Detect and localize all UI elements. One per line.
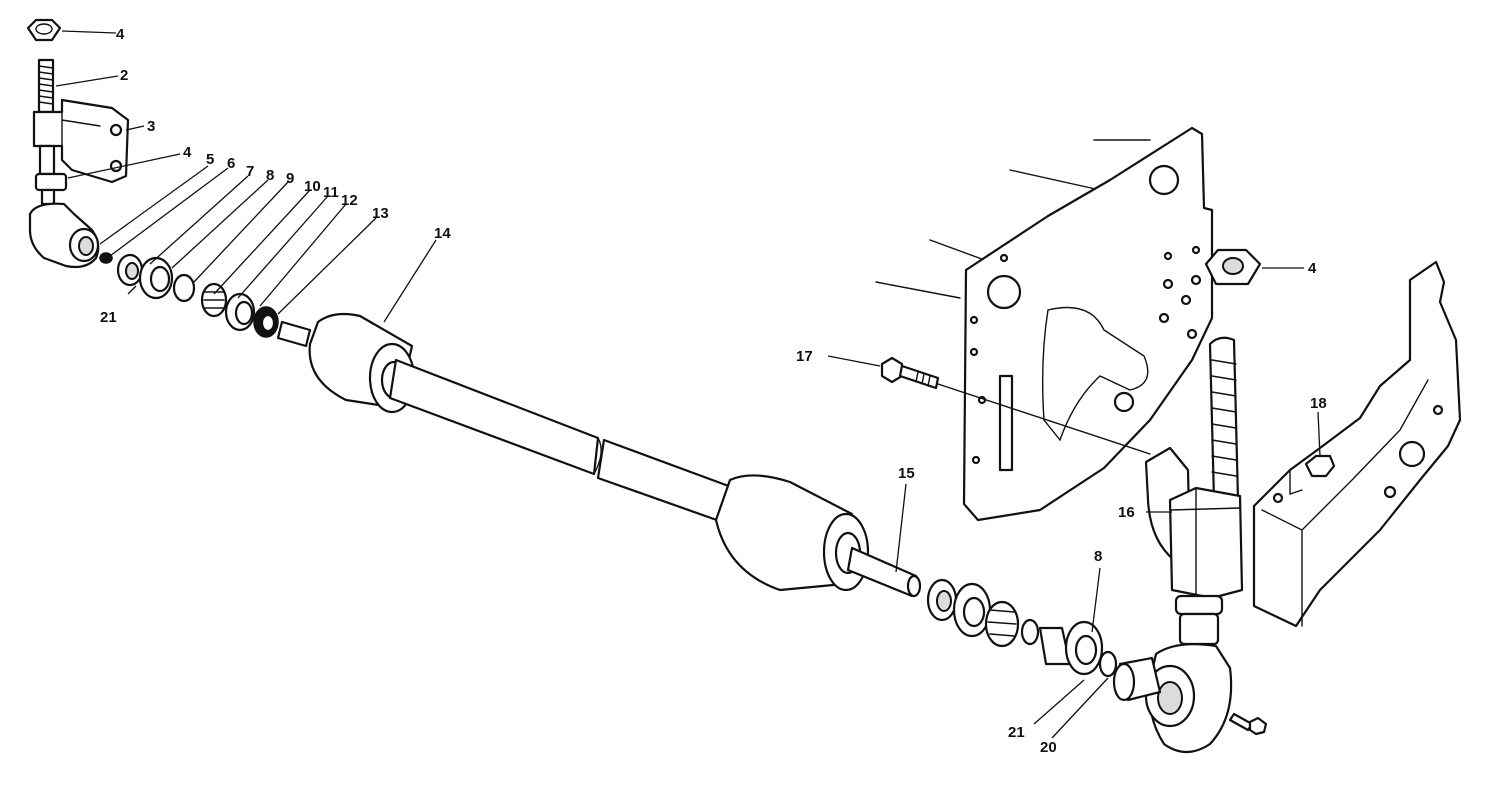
callout-21-left: 21 — [100, 309, 117, 326]
callout-12: 12 — [341, 192, 358, 209]
callout-17: 17 — [796, 348, 813, 365]
callout-9: 9 — [286, 170, 294, 187]
mounting-plate — [875, 126, 1214, 522]
left-bearing-stack — [116, 253, 279, 338]
callout-20: 20 — [1040, 739, 1057, 756]
callout-8-left: 8 — [266, 167, 274, 184]
callout-21-right: 21 — [1008, 724, 1025, 741]
leader-lines — [55, 30, 1321, 739]
callout-4-left-top: 4 — [116, 26, 125, 43]
roller-assembly — [276, 312, 922, 598]
callout-4-left-mid: 4 — [183, 144, 192, 161]
callout-10: 10 — [304, 178, 321, 195]
callout-6: 6 — [227, 155, 235, 172]
callout-labels: 4 2 3 4 5 6 7 8 9 10 11 12 13 14 21 4 17… — [100, 26, 1327, 756]
left-threaded-stud — [37, 58, 55, 114]
callout-18: 18 — [1310, 395, 1327, 412]
callout-13: 13 — [372, 205, 389, 222]
left-elbow-yoke — [28, 202, 100, 269]
callout-11: 11 — [323, 184, 339, 201]
right-top-nut — [1204, 248, 1262, 286]
right-bearing-stack — [926, 578, 1118, 678]
left-adjuster-assembly — [26, 18, 279, 338]
callout-16: 16 — [1118, 504, 1135, 521]
callout-3: 3 — [147, 118, 155, 135]
callout-8-right: 8 — [1094, 548, 1102, 565]
mounting-bolt — [880, 356, 1151, 455]
right-adjuster-assembly — [1112, 336, 1268, 754]
side-bracket — [1252, 260, 1462, 628]
callout-5: 5 — [206, 151, 214, 168]
callout-14: 14 — [434, 225, 451, 242]
left-lower-stud — [34, 144, 68, 206]
callout-4-right: 4 — [1308, 260, 1317, 277]
callout-15: 15 — [898, 465, 915, 482]
callout-2: 2 — [120, 67, 128, 84]
left-top-nut — [26, 18, 62, 42]
callout-7: 7 — [246, 163, 254, 180]
left-bracket — [32, 98, 130, 184]
left-small-pin — [99, 252, 113, 264]
